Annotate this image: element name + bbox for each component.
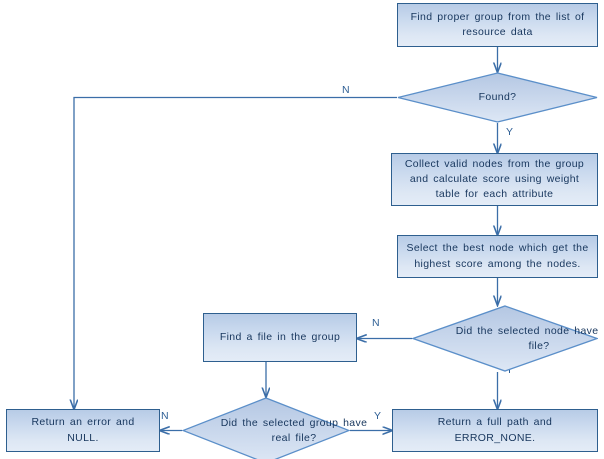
node-return-error-text: Return an error and NULL. <box>31 416 135 444</box>
edge-label-node-file-no: N <box>372 317 380 329</box>
node-group-has-file[interactable]: Did the selected group have real file? <box>182 397 367 459</box>
node-find-file[interactable]: Find a file in the group <box>203 313 357 362</box>
node-return-error[interactable]: Return an error and NULL. <box>6 409 160 452</box>
edge-label-group-file-no: N <box>161 410 169 422</box>
node-found[interactable]: Found? <box>397 72 598 123</box>
node-collect-nodes-text: Collect valid nodes from the group and c… <box>404 157 585 201</box>
node-return-path-text: Return a full path and ERROR_NONE. <box>437 416 553 444</box>
node-node-has-file[interactable]: Did the selected node have real file? <box>412 305 604 372</box>
node-find-group[interactable]: Find proper group from the list of resou… <box>397 3 598 47</box>
edge-found-no-to-return-error <box>74 96 397 410</box>
node-collect-nodes[interactable]: Collect valid nodes from the group and c… <box>391 153 598 206</box>
node-find-file-text: Find a file in the group <box>219 330 341 343</box>
node-find-group-text: Find proper group from the list of resou… <box>410 10 585 38</box>
node-select-best-node[interactable]: Select the best node which get the highe… <box>397 235 598 278</box>
edge-label-found-yes: Y <box>506 126 514 138</box>
edge-label-group-file-yes: Y <box>374 410 382 422</box>
node-return-path[interactable]: Return a full path and ERROR_NONE. <box>392 409 598 452</box>
edge-label-found-no: N <box>342 84 350 96</box>
node-select-best-node-text: Select the best node which get the highe… <box>406 242 589 270</box>
